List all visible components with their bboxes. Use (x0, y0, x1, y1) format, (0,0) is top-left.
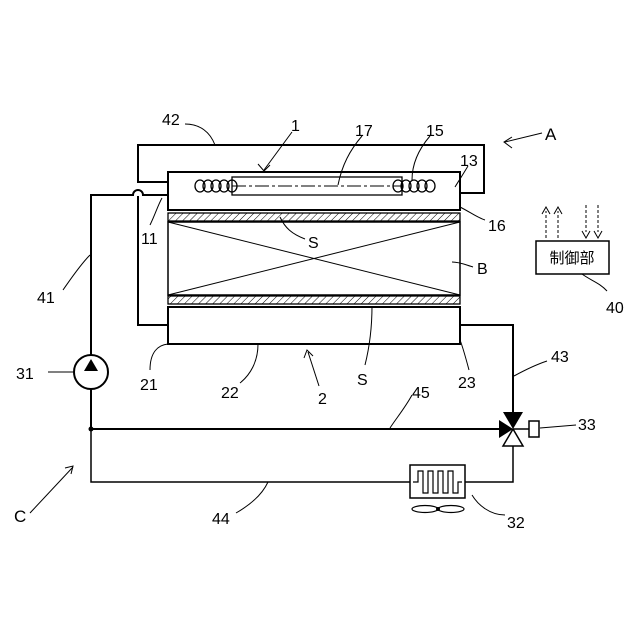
label-44: 44 (212, 511, 230, 528)
label-11: 11 (141, 231, 158, 248)
label-B: B (477, 261, 488, 278)
pipe-43 (460, 325, 513, 413)
pipe-44-valve-link (465, 443, 513, 482)
label-32: 32 (507, 515, 525, 532)
label-31: 31 (16, 366, 34, 383)
separator-bottom (168, 296, 460, 304)
label-C: C (14, 507, 26, 526)
label-42: 42 (162, 112, 180, 129)
control-unit-label: 制御部 (549, 250, 594, 267)
label-43: 43 (551, 349, 569, 366)
label-45: 45 (412, 385, 430, 402)
label-S-top: S (308, 235, 319, 252)
label-22: 22 (221, 385, 239, 402)
pipe-42-return (138, 196, 168, 325)
radiator-icon (410, 465, 465, 498)
control-signal-arrows (546, 205, 598, 238)
label-A: A (545, 125, 557, 144)
pipe-45 (91, 389, 500, 429)
label-2: 2 (318, 391, 327, 408)
label-1: 1 (291, 118, 300, 135)
label-17: 17 (355, 123, 373, 140)
cooling-plate-2 (168, 307, 460, 344)
separator-top (168, 213, 460, 221)
pump-icon (74, 355, 108, 389)
label-13: 13 (460, 153, 478, 170)
pipe-41 (91, 190, 168, 355)
control-arrowheads (542, 207, 602, 238)
label-S-bottom: S (357, 372, 368, 389)
label-15: 15 (426, 123, 444, 140)
label-16: 16 (488, 218, 506, 235)
three-way-valve-icon (499, 412, 539, 446)
fan-icon (412, 506, 464, 513)
label-40: 40 (606, 300, 624, 317)
label-23: 23 (458, 375, 476, 392)
label-41: 41 (37, 290, 55, 307)
label-21: 21 (140, 377, 158, 394)
pipe-44 (91, 429, 410, 482)
label-33: 33 (578, 417, 596, 434)
